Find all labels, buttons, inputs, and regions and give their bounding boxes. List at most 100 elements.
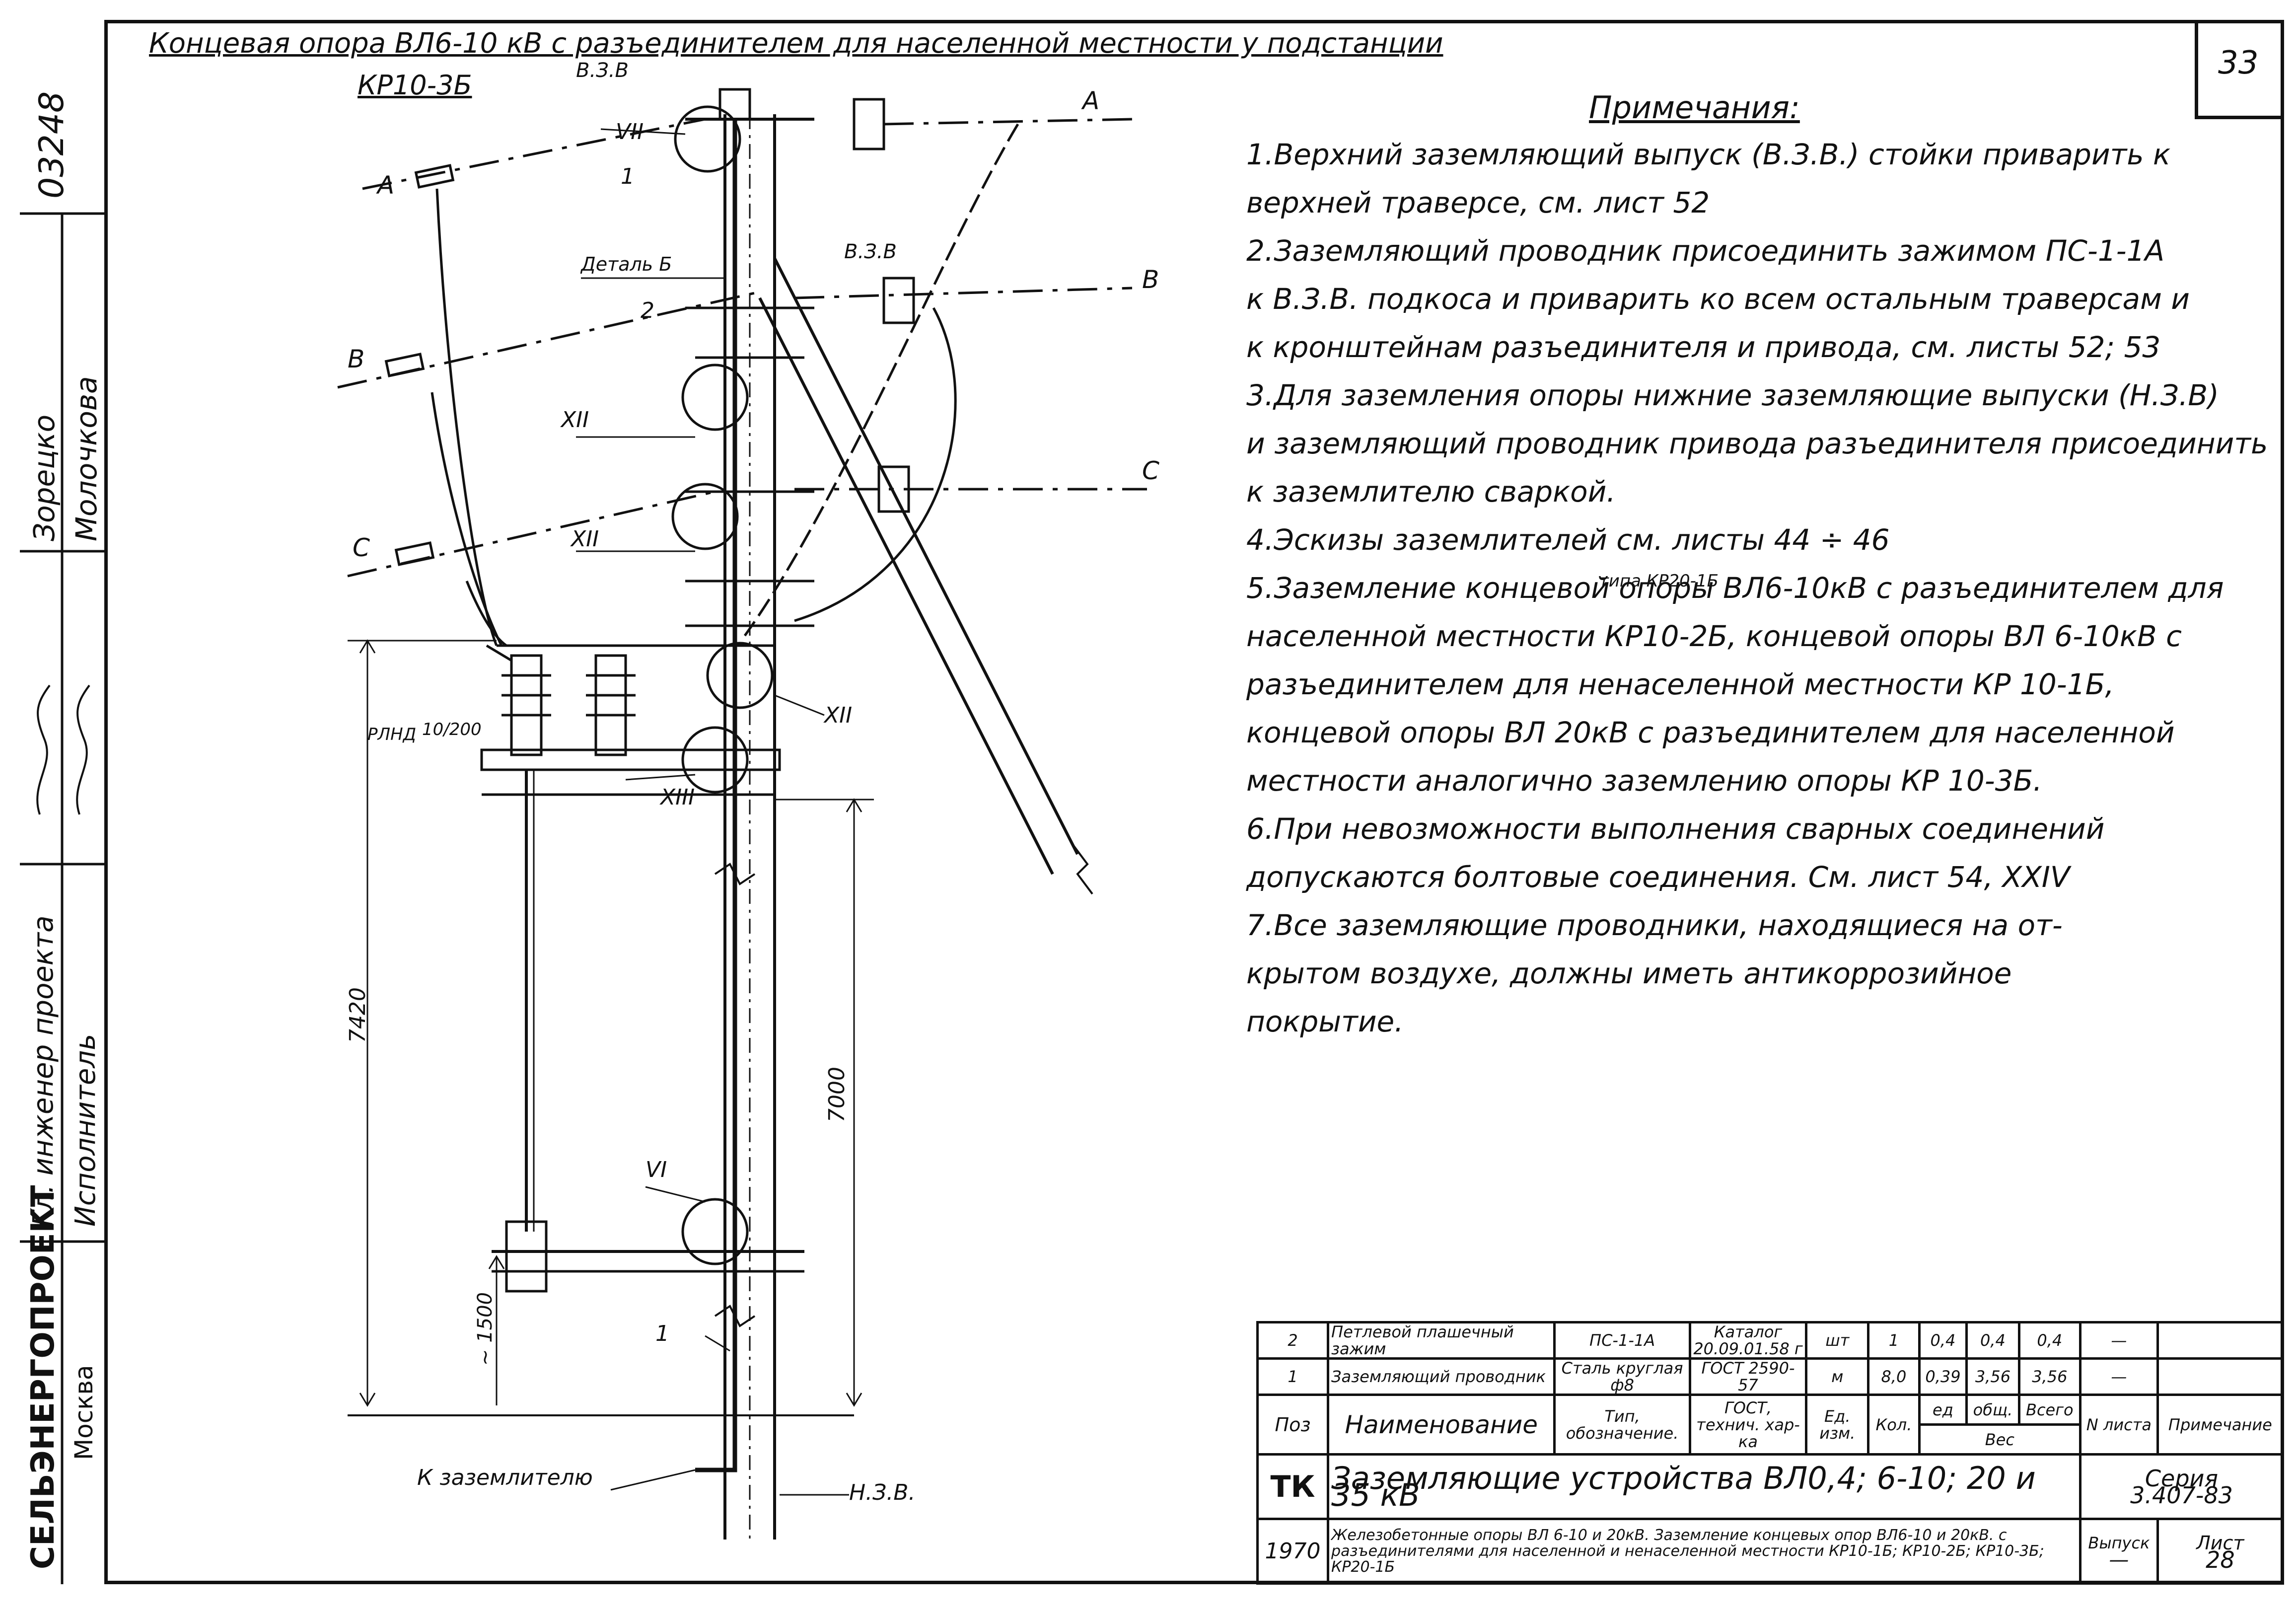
label-detail: Деталь Б: [580, 253, 672, 275]
header-w-all: Всего: [2017, 1394, 2082, 1426]
note-line: покрытие.: [1246, 1005, 1404, 1038]
note-line: местности аналогично заземлению опоры КР…: [1246, 764, 2042, 798]
header-unit: Ед. изм.: [1805, 1394, 1870, 1456]
pole-drawing: В.З.В VII 1 Деталь Б 2 В.З.В А А В В С С…: [337, 59, 1159, 1540]
series-cell: Серия 3.407-83: [2079, 1453, 2284, 1520]
label-rlnd: РЛНД: [367, 725, 416, 744]
header-gost: ГОСТ, технич. хар-ка: [1688, 1394, 1808, 1456]
callout-xii-2: XII: [570, 526, 599, 552]
drawing-frame: [104, 20, 2284, 1584]
note-line: 4.Эскизы заземлителей см. листы 44 ÷ 46: [1246, 523, 1890, 557]
series-value: 3.407-83: [2130, 1481, 2233, 1509]
spec-qty: 8,0: [1867, 1357, 1921, 1396]
left-strip-lines: [20, 212, 104, 1584]
title-block-table: 2 Петлевой плашечный зажим ПС-1-1А Катал…: [1256, 1321, 2285, 1585]
spec-w-all: 0,4: [2017, 1321, 2082, 1360]
label-vzv-top: В.З.В: [576, 59, 629, 82]
note-line: 3.Для заземления опоры нижние заземляющи…: [1246, 378, 2219, 412]
callout-xii-1: XII: [560, 407, 589, 433]
title-block: 2 Петлевой плашечный зажим ПС-1-1А Катал…: [1256, 1321, 2285, 1585]
subtitle-row: 1970 Железобетонные опоры ВЛ 6-10 и 20кВ…: [1256, 1518, 2285, 1585]
note-line: и заземляющий проводник привода разъедин…: [1246, 427, 2268, 460]
label-phase-a-left: А: [376, 171, 394, 200]
label-pos-1-top: 1: [621, 164, 635, 189]
sheet-corner-number: 33: [2218, 45, 2259, 81]
label-phase-c-right: С: [1142, 456, 1159, 485]
note-line: верхней траверсе, см. лист 52: [1246, 186, 1710, 220]
header-w-unit: ед: [1918, 1394, 1968, 1426]
notes-section: Примечания: 1.Верхний заземляющий выпуск…: [1246, 89, 2269, 1046]
note-line: 6.При невозможности выполнения сварных с…: [1246, 812, 2105, 846]
label-rlnd-fraction: 10/200: [422, 720, 482, 739]
spec-name: Заземляющий проводник: [1327, 1357, 1556, 1396]
sheet-label: Лист: [2196, 1532, 2244, 1554]
left-title-strip: 03248 Зорецко Молочкова Гл. инженер прое…: [20, 20, 104, 1584]
callout-xiii: XIII: [659, 785, 695, 810]
spec-gost: Каталог 20.09.01.58 г: [1688, 1321, 1808, 1360]
note-line: концевой опоры ВЛ 20кВ с разъединителем …: [1246, 716, 2175, 749]
label-phase-b-left: В: [348, 345, 364, 373]
note-line: к заземлителю сваркой.: [1246, 475, 1616, 509]
label-pos-2: 2: [641, 298, 654, 323]
spec-w-unit: 0,39: [1918, 1357, 1968, 1396]
note-superscript: типа КР20-1Б: [1599, 571, 1719, 591]
note-line: допускаются болтовые соединения. См. лис…: [1246, 860, 2070, 894]
sheet-cell: Лист 28: [2156, 1518, 2285, 1585]
issue-cell: Выпуск —: [2079, 1518, 2159, 1585]
issue-value: —: [2109, 1548, 2129, 1571]
note-line: к кронштейнам разъединителя и привода, с…: [1246, 330, 2161, 364]
callout-xii-3: XII: [823, 703, 852, 728]
header-pos: Поз: [1256, 1394, 1330, 1456]
issue-label: Выпуск: [2088, 1533, 2150, 1552]
spec-row: 1 Заземляющий проводник Сталь круглая ф8…: [1256, 1357, 2285, 1396]
header-note: Примечание: [2156, 1394, 2285, 1456]
subtitle: Железобетонные опоры ВЛ 6-10 и 20кВ. Заз…: [1327, 1518, 2082, 1585]
spec-pos: 2: [1256, 1321, 1330, 1360]
header-w-total: общ.: [1965, 1394, 2020, 1426]
spec-row: 2 Петлевой плашечный зажим ПС-1-1А Катал…: [1256, 1321, 2285, 1360]
spec-sheet: —: [2079, 1357, 2159, 1396]
label-phase-c-left: С: [353, 533, 370, 562]
label-pos-1-bottom: 1: [655, 1321, 669, 1346]
header-name: Наименование: [1327, 1394, 1556, 1456]
spec-note: [2156, 1321, 2285, 1360]
label-nzv: Н.З.В.: [849, 1480, 915, 1505]
spec-type: Сталь круглая ф8: [1553, 1357, 1691, 1396]
series-label: Серия: [2145, 1465, 2219, 1492]
spec-name: Петлевой плашечный зажим: [1327, 1321, 1556, 1360]
dim-7420: 7420: [345, 987, 370, 1043]
note-line: к В.З.В. подкоса и приварить ко всем ост…: [1246, 282, 2190, 316]
main-title-row: ТК Заземляющие устройства ВЛ0,4; 6-10; 2…: [1256, 1453, 2284, 1520]
label-vzv-mid: В.З.В: [844, 240, 897, 263]
spec-w-unit: 0,4: [1918, 1321, 1968, 1360]
dim-1500: ~ 1500: [474, 1292, 497, 1366]
header-weight: Вес: [1918, 1423, 2082, 1456]
spec-header-row-2: Вес: [1258, 1423, 2283, 1456]
spec-qty: 1: [1867, 1321, 1921, 1360]
notes-heading: Примечания:: [1589, 89, 1800, 126]
note-line: 1.Верхний заземляющий выпуск (В.З.В.) ст…: [1246, 138, 2171, 171]
spec-w-total: 0,4: [1965, 1321, 2020, 1360]
spec-note: [2156, 1357, 2285, 1396]
main-title: Заземляющие устройства ВЛ0,4; 6-10; 20 и…: [1327, 1453, 2082, 1520]
drawing-title: Концевая опора ВЛ6-10 кВ с разъединителе…: [149, 27, 1443, 60]
spec-sheet: —: [2079, 1321, 2159, 1360]
label-phase-b-right: В: [1142, 265, 1159, 294]
note-line: 5.Заземление концевой опоры ВЛ6-10кВ с р…: [1246, 571, 2224, 605]
callout-vi: VI: [646, 1157, 667, 1182]
label-ground-conductor: К заземлителю: [417, 1465, 593, 1490]
note-line: населенной местности КР10-2Б, концевой о…: [1246, 619, 2182, 653]
note-line: крытом воздухе, должны иметь антикоррози…: [1246, 956, 2012, 990]
spec-pos: 1: [1256, 1357, 1330, 1396]
label-phase-a-right: А: [1081, 86, 1099, 115]
note-line: 2.Заземляющий проводник присоединить заж…: [1246, 234, 2165, 268]
drawing-code: КР10-3Б: [358, 70, 472, 101]
note-line: 7.Все заземляющие проводники, находящиес…: [1246, 908, 2063, 942]
dim-7000: 7000: [824, 1067, 850, 1122]
header-type: Тип, обозначение.: [1553, 1394, 1691, 1456]
spec-w-all: 3,56: [2017, 1357, 2082, 1396]
spec-unit: м: [1805, 1357, 1870, 1396]
spec-w-total: 3,56: [1965, 1357, 2020, 1396]
spec-gost: ГОСТ 2590-57: [1688, 1357, 1808, 1396]
note-line: разъединителем для ненаселенной местност…: [1246, 667, 2114, 701]
